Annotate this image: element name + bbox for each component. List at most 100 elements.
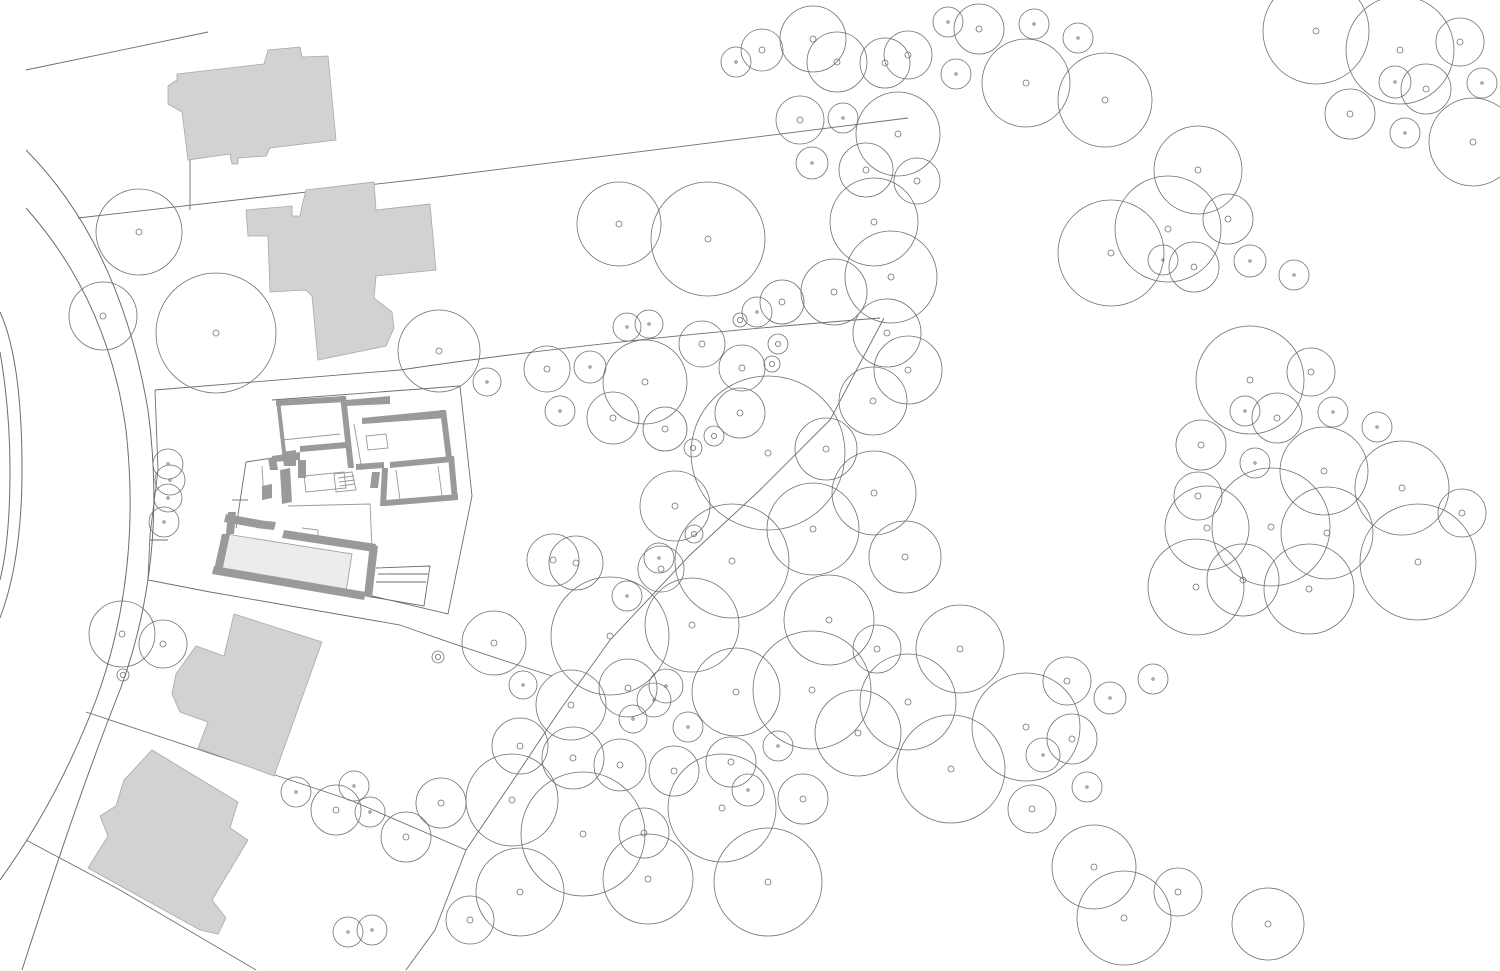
tree-canopy [648,668,684,704]
tree-canopy [779,5,847,73]
tree-canopy [672,711,704,743]
tree-canopy [356,914,388,946]
tree-trunk [913,177,921,185]
tree-trunk [434,654,441,661]
tree-trunk [737,316,744,323]
tree-trunk [746,788,750,792]
tree-trunk [1403,131,1407,135]
tree-canopy [138,619,188,669]
tree-canopy [461,610,527,676]
tree-canopy [831,450,917,536]
tree-canopy [95,188,183,276]
tree-canopy [731,773,765,807]
tree-trunk [1022,79,1030,87]
tree-trunk [168,478,172,482]
tree-trunk [1107,249,1115,257]
tree-canopy [1229,395,1261,427]
tree-canopy [88,600,156,668]
tree-trunk [1331,410,1335,414]
tree-trunk [808,686,816,694]
tree-trunk [1243,409,1247,413]
tree-canopy [152,448,184,480]
tree-canopy [1175,419,1227,471]
tree-canopy [637,545,685,593]
tree-canopy [1046,713,1098,765]
tree-canopy [1233,244,1267,278]
tree-trunk [947,765,955,773]
tree-canopy [1206,543,1280,617]
tree-canopy [1400,63,1452,115]
tree-canopy [829,177,919,267]
tree-trunk [1192,583,1200,591]
tree-canopy [1057,52,1153,148]
tree-canopy [896,714,1006,824]
tree-trunk [166,496,170,500]
tree-trunk [975,25,983,33]
tree-trunk [904,698,912,706]
tree-canopy [1389,117,1421,149]
tree-canopy [827,102,859,134]
tree-trunk [732,688,740,696]
tree-canopy [893,157,941,205]
tree-trunk [466,916,474,924]
tree-trunk [567,701,575,709]
tree-trunk [120,672,127,679]
tree-trunk [833,58,841,66]
tree-canopy [1435,17,1485,67]
tree-canopy [855,91,941,177]
neighbor-house-1 [167,46,337,165]
tree-trunk [631,717,635,721]
tree-trunk [1396,46,1404,54]
tree-trunk [159,640,167,648]
tree-canopy [1137,663,1169,695]
tree-canopy [1057,199,1165,307]
tree-canopy [953,3,1005,55]
tree-canopy [154,464,186,496]
tree-trunk [1203,524,1211,532]
tree-trunk [1090,863,1098,871]
tree-trunk [670,767,678,775]
tree-canopy [1153,125,1243,215]
tree-canopy [1147,244,1179,276]
tree-trunk [609,414,617,422]
neighbor-house-4 [87,749,249,935]
tree-canopy [873,335,943,405]
tree-canopy [618,807,670,859]
tree-trunk [118,630,126,638]
tree-canopy [763,355,781,373]
tree-canopy [612,312,642,342]
tree-canopy [690,375,846,531]
tree-canopy [602,833,694,925]
tree-canopy [618,704,648,734]
tree-trunk [1323,529,1331,537]
tree-canopy [1042,656,1092,706]
tree-canopy [636,682,672,718]
tree-trunk [346,930,350,934]
tree-trunk [402,833,410,841]
tree-canopy [1263,543,1355,635]
tree-canopy [644,577,740,673]
tree-canopy [1018,8,1050,40]
tree-canopy [838,366,908,436]
tree-canopy [380,811,432,863]
tree-canopy [783,574,875,666]
tree-canopy [1093,681,1127,715]
tree-trunk [1120,914,1128,922]
tree-trunk [606,632,614,640]
tree-trunk [624,684,632,692]
house-interior-lines [261,423,443,549]
tree-canopy [1251,392,1303,444]
tree-trunk [671,502,679,510]
tree-canopy [981,38,1071,128]
tree-trunk [543,365,551,373]
tree-canopy [523,345,571,393]
tree-canopy [1466,67,1498,99]
tree-trunk [1264,920,1272,928]
tree-trunk [711,432,718,439]
tree-canopy [1164,485,1250,571]
tree-trunk [368,810,372,814]
tree-trunk [1414,558,1422,566]
tree-trunk [769,360,776,367]
tree-trunk [809,525,817,533]
tree-canopy [674,503,790,619]
